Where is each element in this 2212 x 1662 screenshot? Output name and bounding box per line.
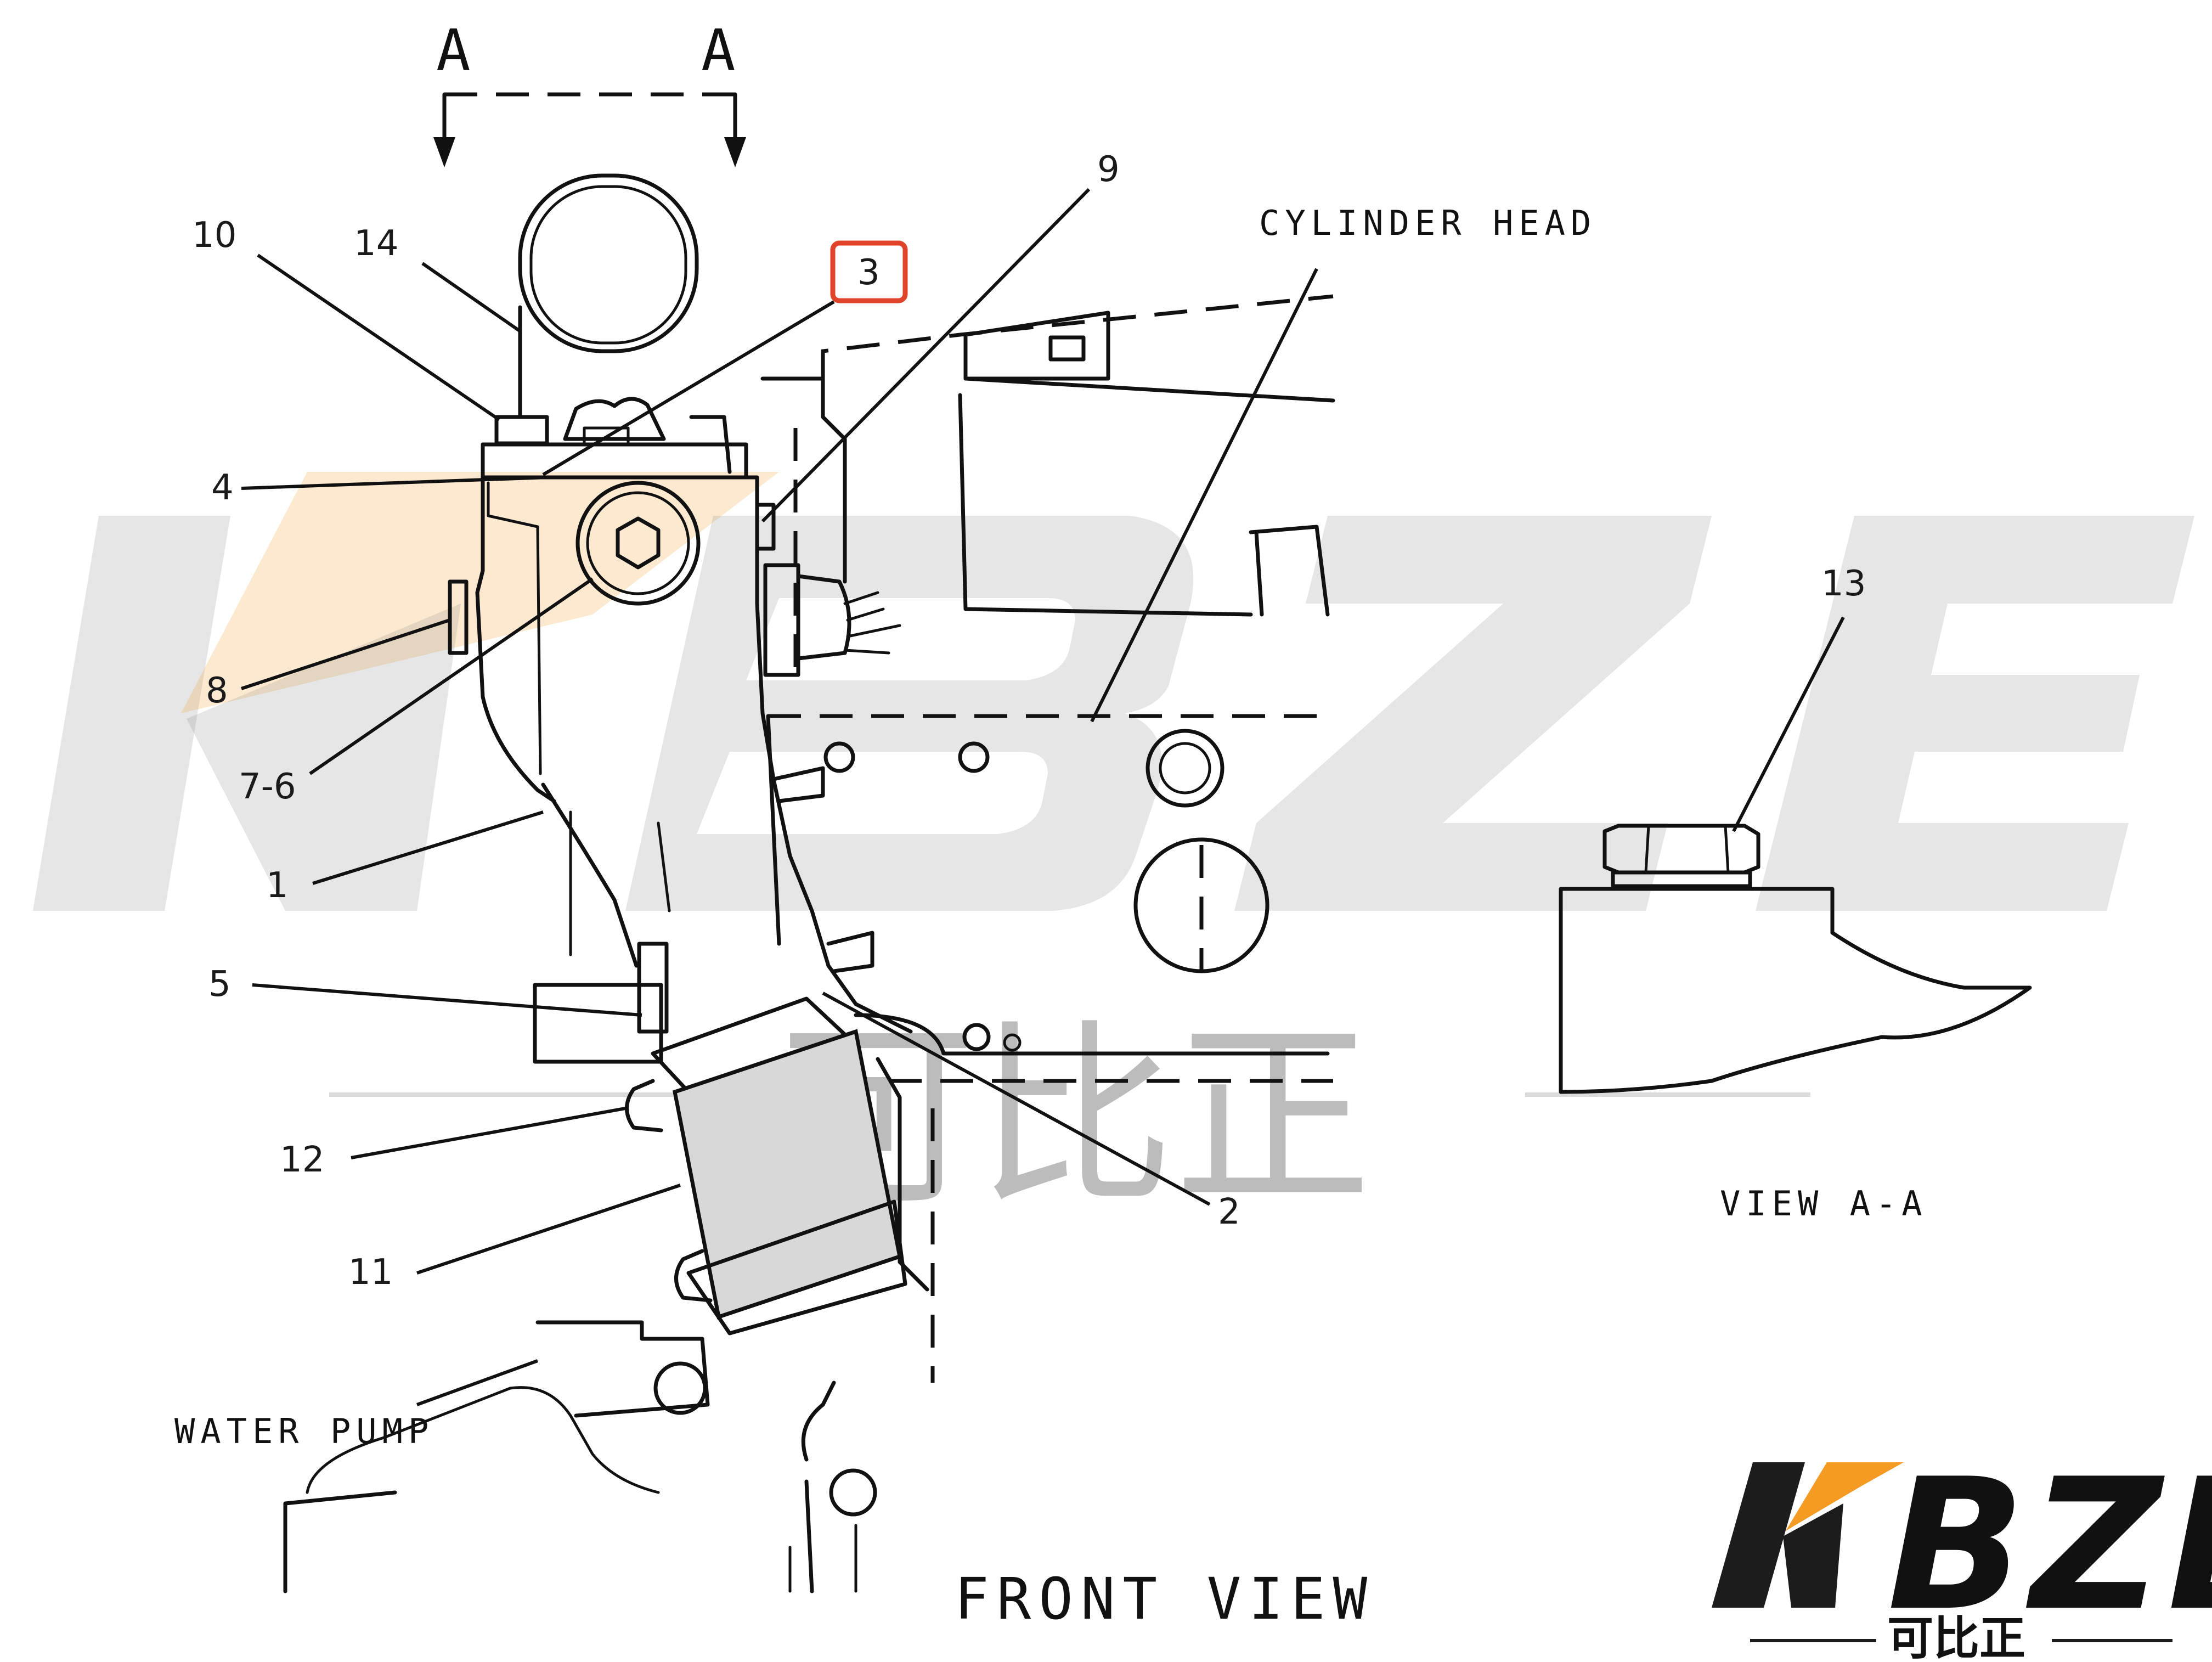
watermark-b: [625, 516, 1194, 911]
callout-3-highlight-box: [830, 240, 908, 303]
arrow-down-left-icon: [433, 137, 455, 167]
leader-lines: [241, 188, 1845, 1406]
callout-9: 9: [1097, 149, 1120, 190]
watermark-e: [1756, 516, 2194, 911]
watermark-z: [1234, 516, 1712, 911]
section-letter-left: A: [436, 17, 478, 84]
housing-right-edge: [481, 442, 858, 1006]
captions: CYLINDER HEAD WATER PUMP FRONT VIEW VIEW…: [174, 203, 1928, 1632]
logo-k-leg: [1783, 1503, 1843, 1608]
callout-12: 12: [280, 1140, 324, 1180]
label-view-a-a: VIEW A-A: [1720, 1184, 1928, 1224]
boss-ring: [1146, 729, 1224, 808]
bolt-10: [494, 415, 549, 446]
bolt-head-top: [1048, 335, 1086, 362]
label-cylinder-head: CYLINDER HEAD: [1259, 203, 1596, 243]
callout-11: 11: [348, 1252, 393, 1293]
callout-5: 5: [208, 964, 231, 1005]
water-pump-outline: [535, 1320, 710, 1418]
stud-12-bottom: [674, 1249, 713, 1303]
section-letter-right: A: [701, 17, 743, 84]
callout-10: 10: [192, 215, 236, 256]
watermark-k-leg: [187, 604, 461, 911]
watermark-k-stem: [33, 516, 230, 911]
callouts: 10 14 3 9 4 8 7-6 1 5 12 11 2 13: [192, 149, 1866, 1293]
bolt-13-head: [1602, 824, 1760, 875]
housing-section: [1559, 887, 2032, 1094]
bolt-7-6: [575, 481, 701, 606]
brand-logo: BZE 可比正: [1712, 1440, 2212, 1662]
label-water-pump: WATER PUMP: [174, 1411, 434, 1451]
connector-sensor: [796, 574, 851, 661]
callout-8: 8: [206, 671, 228, 711]
tab-8: [448, 579, 469, 655]
callout-14: 14: [354, 223, 398, 264]
section-marker: A A: [433, 17, 746, 167]
callout-13: 13: [1821, 564, 1866, 604]
pin-5: [637, 942, 669, 1034]
callout-3: 3: [857, 252, 880, 293]
arrow-down-right-icon: [724, 137, 746, 167]
hex-socket-icon: [616, 516, 661, 570]
logo-subtitle: 可比正: [1887, 1612, 2025, 1659]
block-5: [533, 983, 663, 1064]
filter-body-11: [672, 1029, 902, 1320]
logo-k-stem: [1712, 1462, 1805, 1608]
watermark-k-arm-orange: [181, 472, 779, 713]
view-a-a-drawing: [1559, 824, 2032, 1094]
callout-7-6: 7-6: [239, 767, 296, 807]
label-front-view: FRONT VIEW: [955, 1565, 1375, 1632]
callout-4: 4: [211, 467, 234, 508]
watermark: 可比正: [33, 472, 2194, 1232]
pipe-outlet: [518, 173, 699, 353]
cylinder-head-outline: [821, 294, 1334, 379]
stud-12-top: [625, 1079, 663, 1133]
nut-3: [563, 397, 666, 441]
callout-1: 1: [266, 865, 289, 906]
bolt-9: [755, 503, 776, 551]
logo-wordmark: BZE: [1887, 1440, 2212, 1650]
housing-left-edge: [475, 442, 556, 803]
logo-k-arm: [1786, 1462, 1904, 1531]
callout-2: 2: [1218, 1192, 1240, 1232]
